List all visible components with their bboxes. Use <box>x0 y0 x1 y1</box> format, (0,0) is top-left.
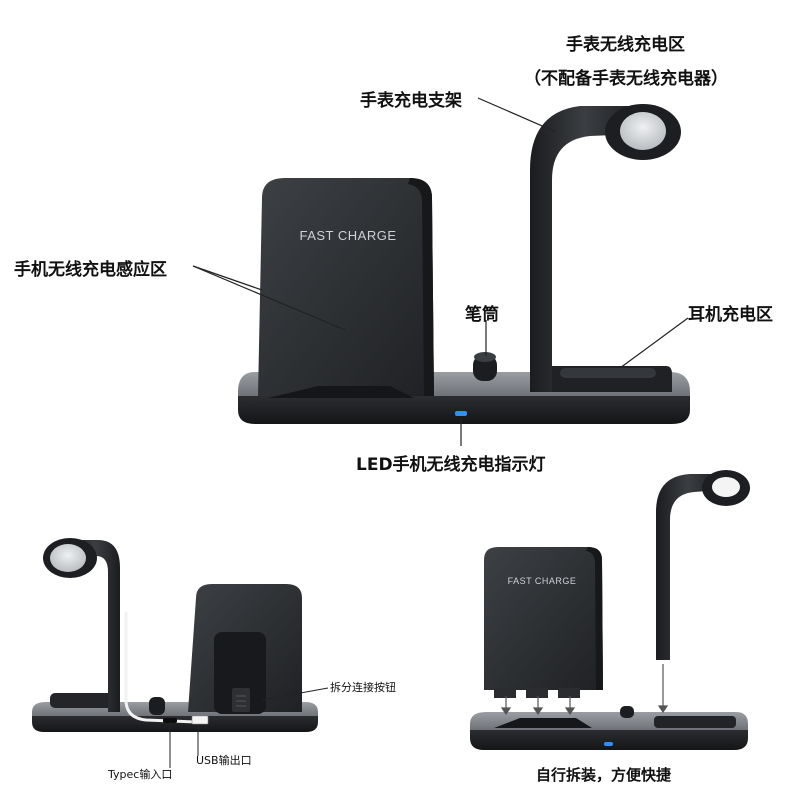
assembly-arrows <box>500 664 669 716</box>
rear-base-side <box>32 716 318 732</box>
label-led-indicator: LED手机无线充电指示灯 <box>356 455 546 475</box>
exploded-watch-arm <box>656 474 720 660</box>
label-diy-assembly: 自行拆装，方便快捷 <box>536 766 672 784</box>
main-pen-holder <box>473 355 497 381</box>
label-watch-stand: 手表充电支架 <box>360 91 462 111</box>
label-usb-output: USB输出口 <box>196 754 252 767</box>
label-pen-holder: 笔筒 <box>465 305 499 325</box>
exploded-phone-pad <box>484 547 603 690</box>
rear-watch-arm <box>70 540 120 712</box>
label-phone-zone: 手机无线充电感应区 <box>14 260 167 280</box>
main-phone-ledge <box>268 386 414 398</box>
rear-usb-port <box>191 715 209 725</box>
label-watch-zone-title: 手表无线充电区 <box>566 35 685 55</box>
label-earbuds-zone: 耳机充电区 <box>688 305 773 325</box>
main-phone-pad <box>258 178 434 396</box>
main-phone-pad-edge <box>408 178 434 396</box>
main-fast-charge-text: FAST CHARGE <box>299 228 396 243</box>
rear-view-dock <box>32 538 318 732</box>
main-led-indicator <box>455 411 467 416</box>
label-watch-zone-note: （不配备手表无线充电器） <box>524 69 728 89</box>
rear-typec-port <box>163 718 177 723</box>
main-watch-puck <box>620 112 666 150</box>
leader-lines-top <box>192 97 689 446</box>
label-typec-input: Typec输入口 <box>108 768 173 781</box>
exploded-fast-charge-text: FAST CHARGE <box>508 576 577 586</box>
main-dock: FAST CHARGE <box>238 104 690 424</box>
rear-watch-puck <box>50 544 86 572</box>
main-watch-arm <box>530 106 640 392</box>
rear-detach-button <box>232 688 250 712</box>
label-detach-button: 拆分连接按钮 <box>330 681 396 694</box>
main-base-side <box>238 396 690 424</box>
exploded-led-indicator <box>604 742 613 746</box>
exploded-base-side <box>470 730 748 750</box>
exploded-dock: FAST CHARGE <box>470 470 750 750</box>
leader-lines-bottom-left <box>169 687 329 768</box>
rear-cable <box>124 612 197 724</box>
